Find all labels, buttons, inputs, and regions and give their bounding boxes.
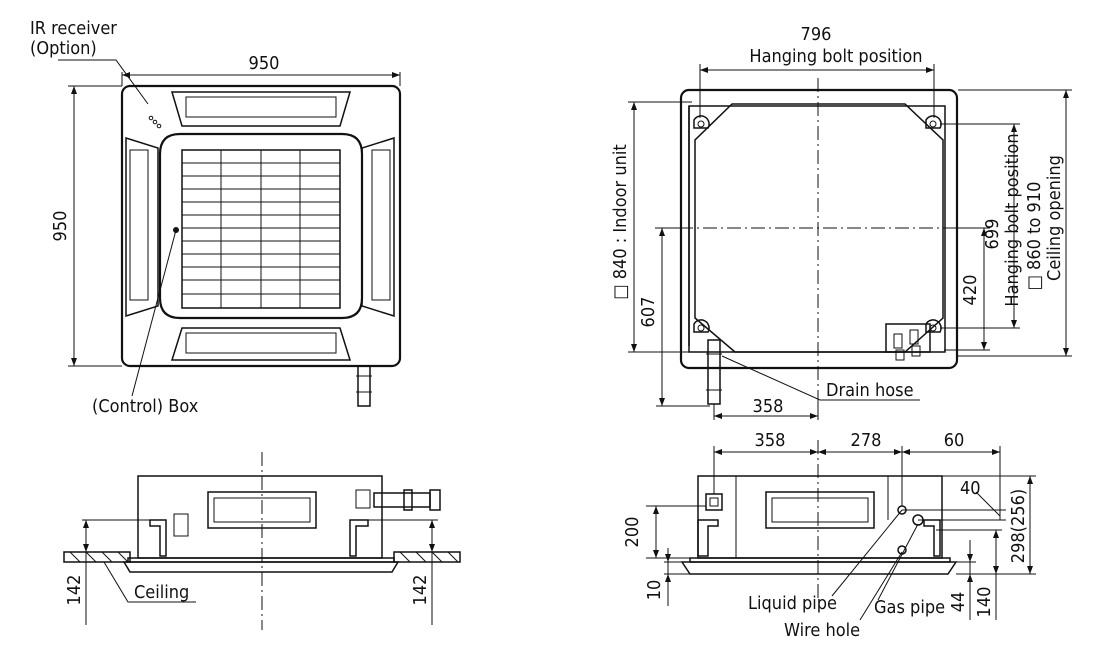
bolt-width-dim: 796 xyxy=(801,24,832,45)
bottom-dim-278: 278 xyxy=(851,430,882,451)
drain-offset-dim: 358 xyxy=(753,396,784,417)
side-view-right: 358 278 60 40 298(256) 200 10 44 xyxy=(622,430,1036,641)
front-view: 950 950 IR receiver (Option) (Control) B… xyxy=(30,18,402,417)
front-width-dim: 950 xyxy=(249,53,280,74)
dim-699: 699 xyxy=(982,219,1003,250)
indoor-unit-label: □ 840 : Indoor unit xyxy=(610,144,631,299)
hanging-bolt-label: Hanging bolt position xyxy=(1002,133,1023,306)
bottom-dim-60: 60 xyxy=(944,430,965,451)
dim-607: 607 xyxy=(638,297,659,328)
ceiling-range: □ 860 to 910 xyxy=(1024,182,1045,291)
bottom-dim-10: 10 xyxy=(644,580,665,601)
wire-hole-label: Wire hole xyxy=(784,620,860,641)
bottom-dim-298: 298(256) xyxy=(1008,489,1029,563)
bottom-dim-40: 40 xyxy=(960,478,981,499)
ir-receiver-option: (Option) xyxy=(30,38,97,59)
bottom-dim-44: 44 xyxy=(948,592,969,613)
plan-view: 796 Hanging bolt position □ 840 : Indoor… xyxy=(610,24,1072,420)
liquid-pipe-label: Liquid pipe xyxy=(748,593,837,614)
dim-142-left: 142 xyxy=(64,575,85,606)
dim-420: 420 xyxy=(960,275,981,306)
bottom-dim-358: 358 xyxy=(755,430,786,451)
gas-pipe-label: Gas pipe xyxy=(874,597,945,618)
bolt-width-label: Hanging bolt position xyxy=(749,46,922,67)
ir-receiver-label: IR receiver xyxy=(30,18,117,39)
drain-hose-label: Drain hose xyxy=(826,380,914,401)
bottom-dim-140: 140 xyxy=(974,587,995,618)
control-box-label: (Control) Box xyxy=(92,396,199,417)
bottom-dim-200: 200 xyxy=(622,517,643,548)
ceiling-opening-label: Ceiling opening xyxy=(1044,155,1065,281)
ceiling-label: Ceiling xyxy=(134,582,189,603)
dim-142-right: 142 xyxy=(410,575,431,606)
front-height-dim: 950 xyxy=(50,211,71,242)
side-view-left: 142 142 Ceiling xyxy=(63,452,461,630)
